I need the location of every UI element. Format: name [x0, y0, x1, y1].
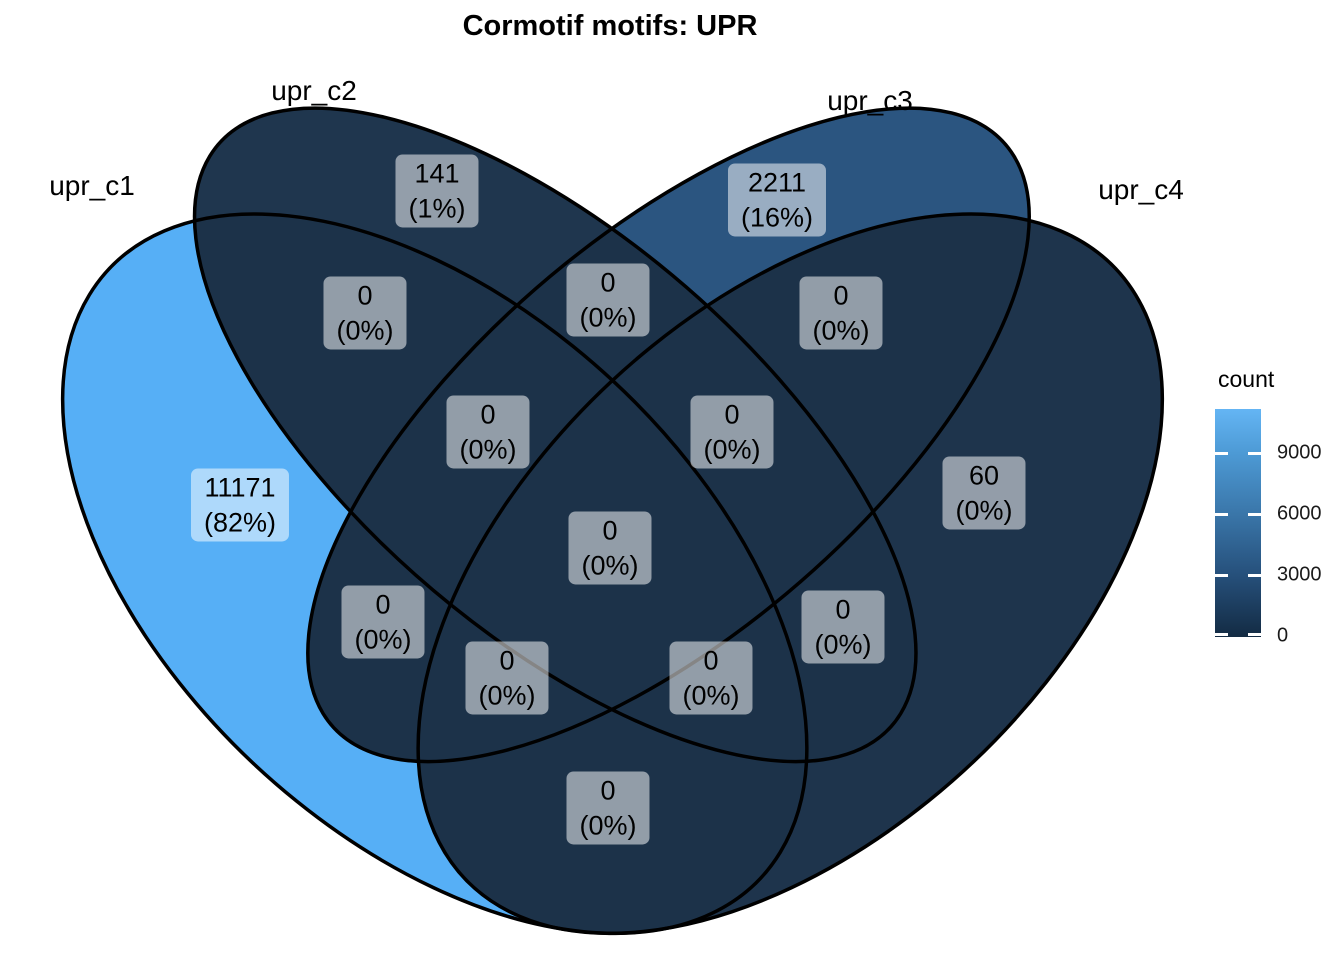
region-count: 0 [499, 645, 515, 676]
region-label-c2-c3: 0 (0%) [566, 263, 650, 337]
region-count: 0 [602, 515, 618, 546]
region-count: 0 [600, 267, 616, 298]
set-label-upr_c1: upr_c1 [49, 170, 135, 201]
region-count: 0 [703, 645, 719, 676]
region-label-c2-c4: 0 (0%) [801, 590, 885, 664]
region-pct: (0%) [336, 315, 394, 345]
set-label-upr_c2: upr_c2 [271, 75, 357, 106]
region-count: 0 [835, 594, 851, 625]
region-label-c1-c2: 0 (0%) [323, 276, 407, 350]
legend-tick-6000 [1248, 513, 1261, 516]
region-label-c1-c2-c4: 0 (0%) [669, 641, 753, 715]
region-count: 0 [375, 589, 391, 620]
region-count: 0 [600, 775, 616, 806]
region-count: 0 [724, 399, 740, 430]
legend-colorbar: 9000 6000 3000 0 [1215, 409, 1322, 647]
region-count: 2211 [747, 167, 807, 198]
region-label-c3-c4: 0 (0%) [799, 276, 883, 350]
region-count: 11171 [204, 472, 276, 503]
legend-tick-3000 [1215, 574, 1228, 577]
region-pct: (1%) [408, 193, 466, 223]
legend: count 9000 6000 3000 0 [1215, 366, 1322, 647]
region-pct: (0%) [955, 495, 1013, 525]
region-label-c4-only: 60 (0%) [942, 456, 1026, 530]
region-label-c1-c3-c4: 0 (0%) [465, 641, 549, 715]
region-count: 0 [480, 399, 496, 430]
region-label-c2-only: 141 (1%) [395, 154, 479, 228]
region-pct: (0%) [354, 624, 412, 654]
region-label-c3-only: 2211 (16%) [727, 163, 827, 237]
region-label-c1-only: 11171 (82%) [190, 468, 290, 542]
region-pct: (0%) [814, 629, 872, 659]
legend-tick-9000 [1248, 452, 1261, 455]
set-label-upr_c3: upr_c3 [827, 85, 913, 116]
region-pct: (0%) [581, 550, 639, 580]
region-pct: (0%) [682, 680, 740, 710]
set-label-upr_c4: upr_c4 [1098, 174, 1184, 205]
legend-tick-label: 3000 [1277, 563, 1322, 586]
ellipse-upr_c1-outline [0, 68, 918, 960]
legend-tick-label: 6000 [1277, 502, 1322, 525]
chart-title: Cormotif motifs: UPR [462, 10, 758, 42]
region-label-c1-c3: 0 (0%) [341, 585, 425, 659]
region-label-c1-c4: 0 (0%) [566, 771, 650, 845]
region-count: 0 [833, 280, 849, 311]
region-pct: (0%) [703, 434, 761, 464]
legend-tick-3000 [1248, 574, 1261, 577]
region-pct: (0%) [812, 315, 870, 345]
region-pct: (0%) [579, 810, 637, 840]
ellipse-upr_c4-outline [307, 68, 1274, 960]
region-count: 141 [414, 158, 460, 189]
region-label-c2-c3-c4: 0 (0%) [690, 395, 774, 469]
region-label-all-four: 0 (0%) [568, 511, 652, 585]
region-label-c1-c2-c3: 0 (0%) [446, 395, 530, 469]
region-pct: (16%) [740, 202, 814, 232]
legend-tick-0 [1248, 633, 1261, 636]
region-count: 0 [357, 280, 373, 311]
ellipse-upr_c3-outline [219, 0, 1117, 884]
legend-title: count [1218, 366, 1275, 392]
region-pct: (0%) [579, 302, 637, 332]
region-pct: (0%) [478, 680, 536, 710]
region-count: 60 [968, 460, 1000, 491]
legend-tick-6000 [1215, 513, 1228, 516]
legend-tick-9000 [1215, 452, 1228, 455]
legend-tick-label: 0 [1277, 624, 1289, 647]
region-pct: (82%) [203, 507, 277, 537]
region-pct: (0%) [459, 434, 517, 464]
legend-tick-0 [1215, 633, 1228, 636]
legend-tick-label: 9000 [1277, 441, 1322, 464]
